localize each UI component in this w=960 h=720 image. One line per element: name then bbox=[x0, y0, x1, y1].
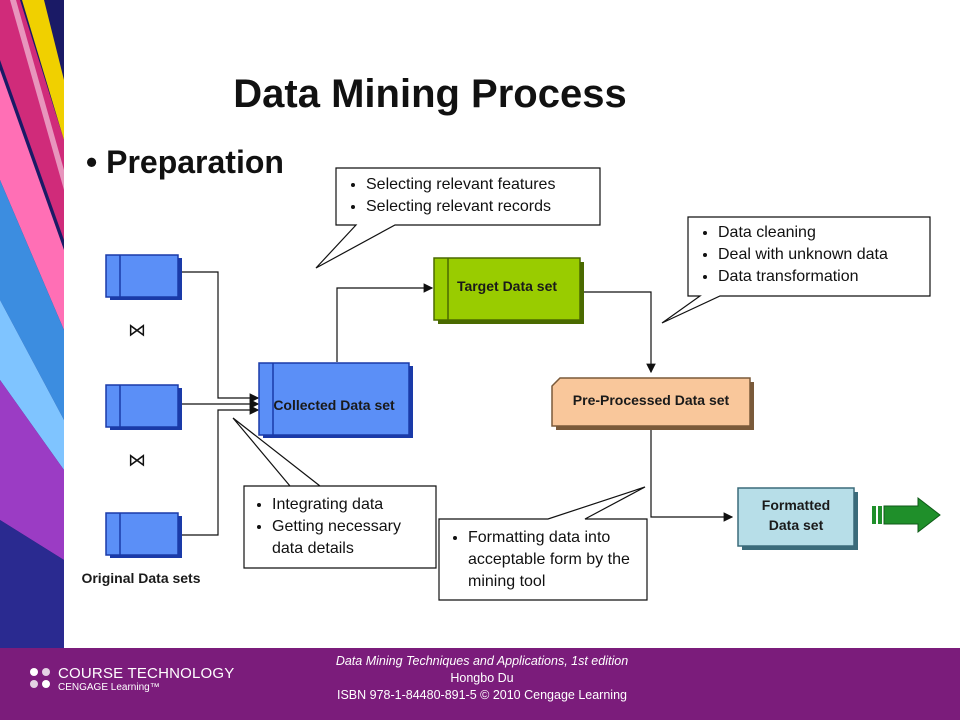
preprocessed-data-set-label: Pre-Processed Data set bbox=[572, 392, 730, 408]
callout-selection-shape bbox=[315, 167, 601, 269]
original-data-set-3 bbox=[105, 512, 182, 558]
section-bullet: • Preparation bbox=[86, 144, 284, 180]
footer-author: Hongbo Du bbox=[450, 671, 514, 685]
decorative-stripe bbox=[0, 0, 64, 648]
connector-lines bbox=[180, 271, 734, 536]
collected-data-set-node bbox=[258, 362, 413, 438]
stripe-graphic bbox=[0, 0, 64, 648]
join-symbol-2: ⋈ bbox=[128, 450, 146, 470]
callout-item: Integrating data bbox=[272, 494, 434, 516]
original-data-set-2 bbox=[105, 384, 182, 430]
callout-integration-shape bbox=[232, 417, 437, 569]
callout-item: Formatting data into acceptable form by … bbox=[468, 527, 644, 593]
original-data-set-1 bbox=[105, 254, 182, 300]
callout-formatting: Formatting data into acceptable form by … bbox=[448, 527, 644, 593]
callout-item: Data cleaning bbox=[718, 222, 928, 244]
formatted-data-set-label-line1: Formatted bbox=[761, 497, 831, 513]
callout-preprocessing-shape bbox=[661, 216, 931, 324]
callout-item: Selecting relevant features bbox=[366, 174, 596, 196]
cengage-logo-icon bbox=[26, 664, 54, 697]
logo-cengage-learning: CENGAGE Learning™ bbox=[58, 682, 160, 693]
callout-integration: Integrating data Getting necessary data … bbox=[252, 494, 434, 560]
callout-preprocessing: Data cleaning Deal with unknown data Dat… bbox=[698, 222, 928, 288]
preprocessed-data-set-node bbox=[551, 377, 754, 430]
process-diagram bbox=[105, 167, 941, 601]
footer-bar bbox=[0, 648, 960, 720]
logo-course-technology: COURSE TECHNOLOGY bbox=[58, 665, 235, 682]
section-bullet-text: Preparation bbox=[106, 144, 284, 180]
output-arrow-icon bbox=[872, 496, 941, 534]
target-data-set-label: Target Data set bbox=[456, 278, 558, 294]
callout-selection: Selecting relevant features Selecting re… bbox=[346, 174, 596, 218]
original-data-sets-label: Original Data sets bbox=[81, 570, 201, 586]
footer-isbn: ISBN 978-1-84480-891-5 © 2010 Cengage Le… bbox=[337, 688, 627, 702]
target-data-set-node bbox=[433, 257, 584, 324]
collected-data-set-label: Collected Data set bbox=[273, 397, 395, 413]
callout-item: Deal with unknown data bbox=[718, 244, 928, 266]
formatted-data-set-label-line2: Data set bbox=[768, 517, 824, 533]
callout-item: Getting necessary data details bbox=[272, 516, 434, 560]
page-title: Data Mining Process bbox=[233, 72, 627, 116]
footer-book-title: Data Mining Techniques and Applications,… bbox=[335, 654, 629, 668]
join-symbol-1: ⋈ bbox=[128, 320, 146, 340]
formatted-data-set-node bbox=[737, 487, 858, 550]
callout-item: Selecting relevant records bbox=[366, 196, 596, 218]
callout-formatting-shape bbox=[438, 486, 648, 601]
callout-item: Data transformation bbox=[718, 266, 928, 288]
